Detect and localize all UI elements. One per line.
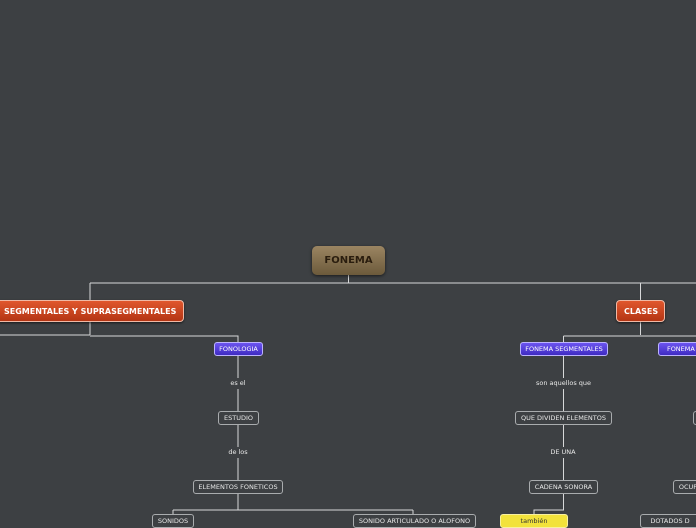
label-de-los: de los	[228, 448, 248, 456]
node-sonido-articulado-partial[interactable]: SONIDO ARTICULADO O ALOFONO	[353, 514, 476, 528]
node-dotados-partial[interactable]: DOTADOS D	[640, 514, 696, 528]
node-segmentales-suprasegmentales[interactable]: SEGMENTALES Y SUPRASEGMENTALES	[0, 300, 184, 322]
node-clases[interactable]: CLASES	[616, 300, 665, 322]
node-right-partial[interactable]	[693, 411, 696, 425]
node-fonologia[interactable]: FONOLOGIA	[214, 342, 263, 356]
node-sonidos-partial[interactable]: SONIDOS	[152, 514, 194, 528]
node-cadena-sonora[interactable]: CADENA SONORA	[529, 480, 598, 494]
node-fonema-segmentales[interactable]: FONEMA SEGMENTALES	[520, 342, 608, 356]
node-yellow-partial[interactable]: también	[500, 514, 568, 528]
node-fonema-suprasegmentales-partial[interactable]: FONEMA S	[658, 342, 696, 356]
root-node-fonema[interactable]: FONEMA	[312, 246, 385, 275]
node-estudio[interactable]: ESTUDIO	[218, 411, 259, 425]
label-de-una: DE UNA	[550, 448, 576, 456]
node-ocup-partial[interactable]: OCUP	[673, 480, 696, 494]
node-elementos-foneticos[interactable]: ELEMENTOS FONETICOS	[193, 480, 283, 494]
label-son-aquellos-que: son aquellos que	[535, 379, 592, 387]
node-que-dividen-elementos[interactable]: QUE DIVIDEN ELEMENTOS	[515, 411, 612, 425]
label-es-el: es el	[230, 379, 246, 387]
